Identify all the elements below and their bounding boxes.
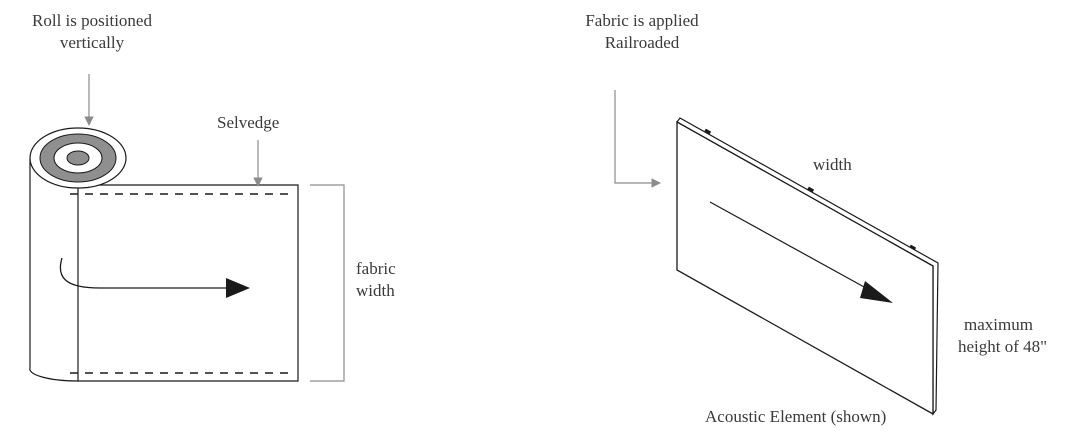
roll-orientation-line-1: Roll is positioned: [32, 11, 152, 30]
max-height-line-2: height of 48": [958, 337, 1048, 356]
max-height-line-1: maximum: [964, 315, 1033, 334]
panel-clip: [704, 128, 712, 135]
roll-direction-arrowhead: [226, 278, 250, 298]
railroad-direction-arrowhead: [860, 281, 893, 303]
roll-core: [66, 150, 90, 166]
roll-orientation-label: Roll is positioned vertically: [2, 10, 182, 54]
roll-orientation-line-2: vertically: [59, 33, 125, 52]
fabric-width-line-1: fabric: [356, 259, 396, 278]
roll-direction-arrow: [59, 257, 230, 289]
fabric-roll-illustration: [29, 74, 345, 382]
fabric-sheet: [78, 184, 299, 382]
fabric-width-line-2: width: [356, 281, 395, 300]
panel-clip: [909, 244, 917, 251]
panel-face: [676, 120, 934, 416]
panel-width-label: width: [813, 155, 852, 174]
railroad-direction-arrow: [709, 201, 876, 294]
fabric-width-bracket: [310, 184, 345, 382]
fabric-applied-line-2: Railroaded: [604, 33, 680, 52]
roll-body: [29, 158, 79, 382]
panel-clip: [807, 186, 815, 193]
applied-callout-arrow: [614, 90, 661, 188]
fabric-applied-line-1: Fabric is applied: [585, 11, 699, 30]
fabric-applied-label: Fabric is applied Railroaded: [557, 10, 727, 54]
max-height-label: maximum height of 48": [958, 314, 1047, 358]
selvedge-label: Selvedge: [217, 113, 280, 132]
acoustic-panel-illustration: [614, 90, 939, 416]
fabric-width-label: fabric width: [356, 258, 396, 302]
acoustic-element-caption: Acoustic Element (shown): [705, 407, 887, 426]
